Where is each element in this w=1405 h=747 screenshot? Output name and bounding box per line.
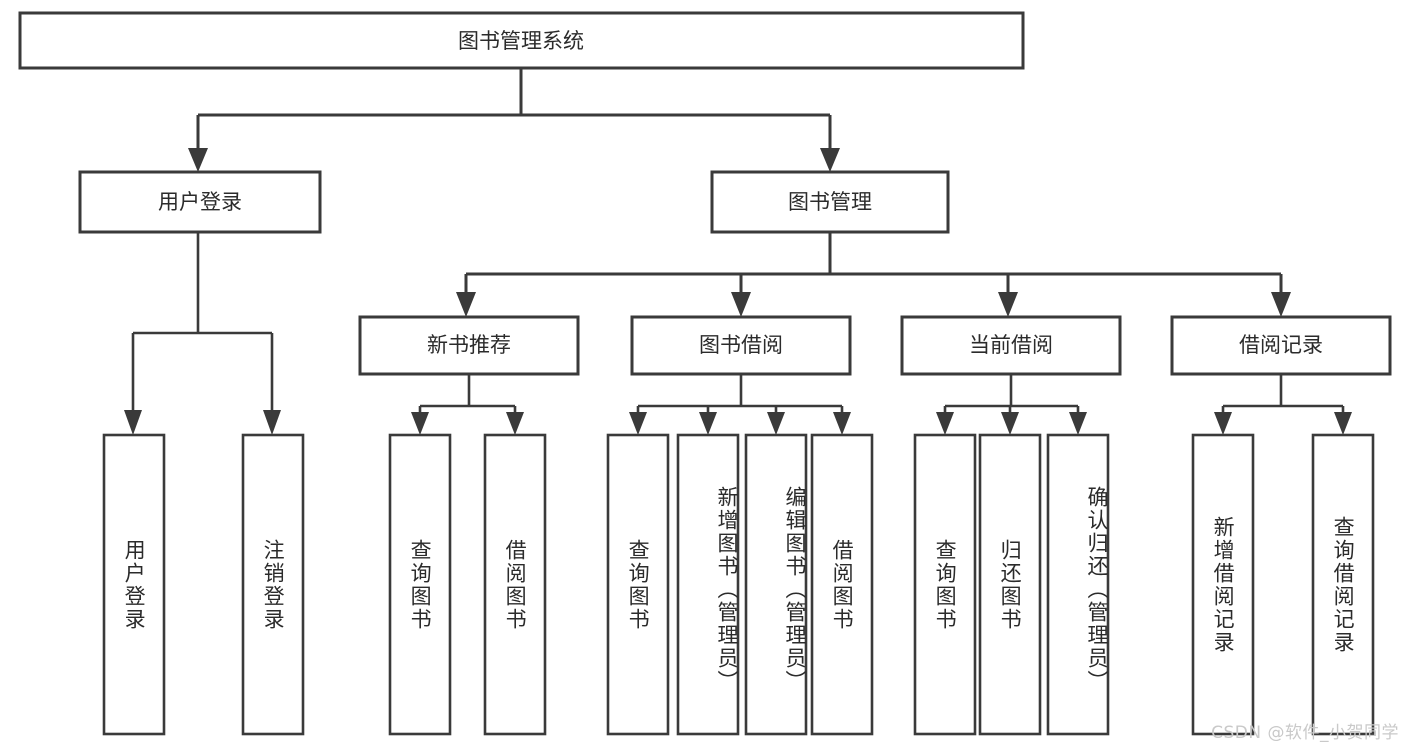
arrow-to-leaf-query-book-1: [411, 412, 429, 435]
node-current-borrow[interactable]: 当前借阅: [900, 315, 1122, 376]
node-new-book-recommend[interactable]: 新书推荐: [358, 315, 580, 376]
leaf-edit-book-box[interactable]: [744, 433, 808, 736]
arrow-to-new-book-recommend: [456, 292, 476, 317]
connector-current-borrow-to-leaves: [936, 374, 1087, 435]
arrow-to-leaf-query-book-3: [936, 412, 954, 435]
arrow-to-book-manage: [820, 148, 840, 172]
node-book-manage[interactable]: 图书管理: [710, 170, 950, 234]
arrow-to-leaf-borrow-book-1: [506, 412, 524, 435]
leaf-borrow-book-2-box[interactable]: [810, 433, 874, 736]
arrow-to-leaf-logout: [263, 410, 281, 435]
arrow-to-leaf-add-record: [1214, 412, 1232, 435]
leaf-return-book-box[interactable]: [978, 433, 1042, 736]
node-root-system-box: [18, 11, 1025, 70]
arrow-to-current-borrow: [998, 292, 1018, 317]
arrow-to-leaf-add-book: [699, 412, 717, 435]
watermark-text: CSDN @软件_小贺同学: [1211, 723, 1399, 743]
node-user-login-box: [78, 170, 322, 234]
node-current-borrow-label: 当前借阅: [969, 333, 1053, 357]
leaf-add-book-box[interactable]: [676, 433, 740, 736]
leaf-logout-box[interactable]: [241, 433, 305, 736]
node-borrow-record-label: 借阅记录: [1239, 333, 1323, 357]
arrow-to-leaf-query-book-2: [629, 412, 647, 435]
connector-borrow-record-to-leaves: [1214, 374, 1352, 435]
node-root-system-label: 图书管理系统: [458, 29, 584, 53]
node-borrow-record[interactable]: 借阅记录: [1170, 315, 1392, 376]
arrow-to-leaf-confirm-return: [1069, 412, 1087, 435]
connector-book-borrow-to-leaves: [629, 374, 851, 435]
arrow-to-book-borrow: [731, 292, 751, 317]
node-user-login[interactable]: 用户登录: [78, 170, 322, 234]
leaf-query-book-1-box[interactable]: [388, 433, 452, 736]
node-book-borrow[interactable]: 图书借阅: [630, 315, 852, 376]
connector-user-login-to-leaves: [124, 232, 281, 435]
connector-root-to-level1: [188, 68, 840, 172]
arrow-to-leaf-edit-book: [767, 412, 785, 435]
leaf-query-book-2-box[interactable]: [606, 433, 670, 736]
arrow-to-user-login: [188, 148, 208, 172]
leaf-query-record-box[interactable]: [1311, 433, 1375, 736]
leaf-user-login-box[interactable]: [102, 433, 166, 736]
connector-book-manage-to-level2: [456, 232, 1291, 317]
node-book-manage-label: 图书管理: [788, 190, 872, 214]
leaf-borrow-book-1-box[interactable]: [483, 433, 547, 736]
leaf-add-record-box[interactable]: [1191, 433, 1255, 736]
arrow-to-leaf-return-book: [1001, 412, 1019, 435]
arrow-to-leaf-user-login: [124, 410, 142, 435]
node-new-book-recommend-box: [358, 315, 580, 376]
node-user-login-label: 用户登录: [158, 190, 242, 214]
arrow-to-borrow-record: [1271, 292, 1291, 317]
node-root-system[interactable]: 图书管理系统: [18, 11, 1025, 70]
node-current-borrow-box: [900, 315, 1122, 376]
connector-new-book-recommend-to-leaves: [411, 374, 524, 435]
node-book-borrow-label: 图书借阅: [699, 333, 783, 357]
arrow-to-leaf-borrow-book-2: [833, 412, 851, 435]
node-new-book-recommend-label: 新书推荐: [427, 333, 511, 357]
arrow-to-leaf-query-record: [1334, 412, 1352, 435]
leaf-confirm-return-box[interactable]: [1046, 433, 1110, 736]
leaf-query-book-3-box[interactable]: [913, 433, 977, 736]
